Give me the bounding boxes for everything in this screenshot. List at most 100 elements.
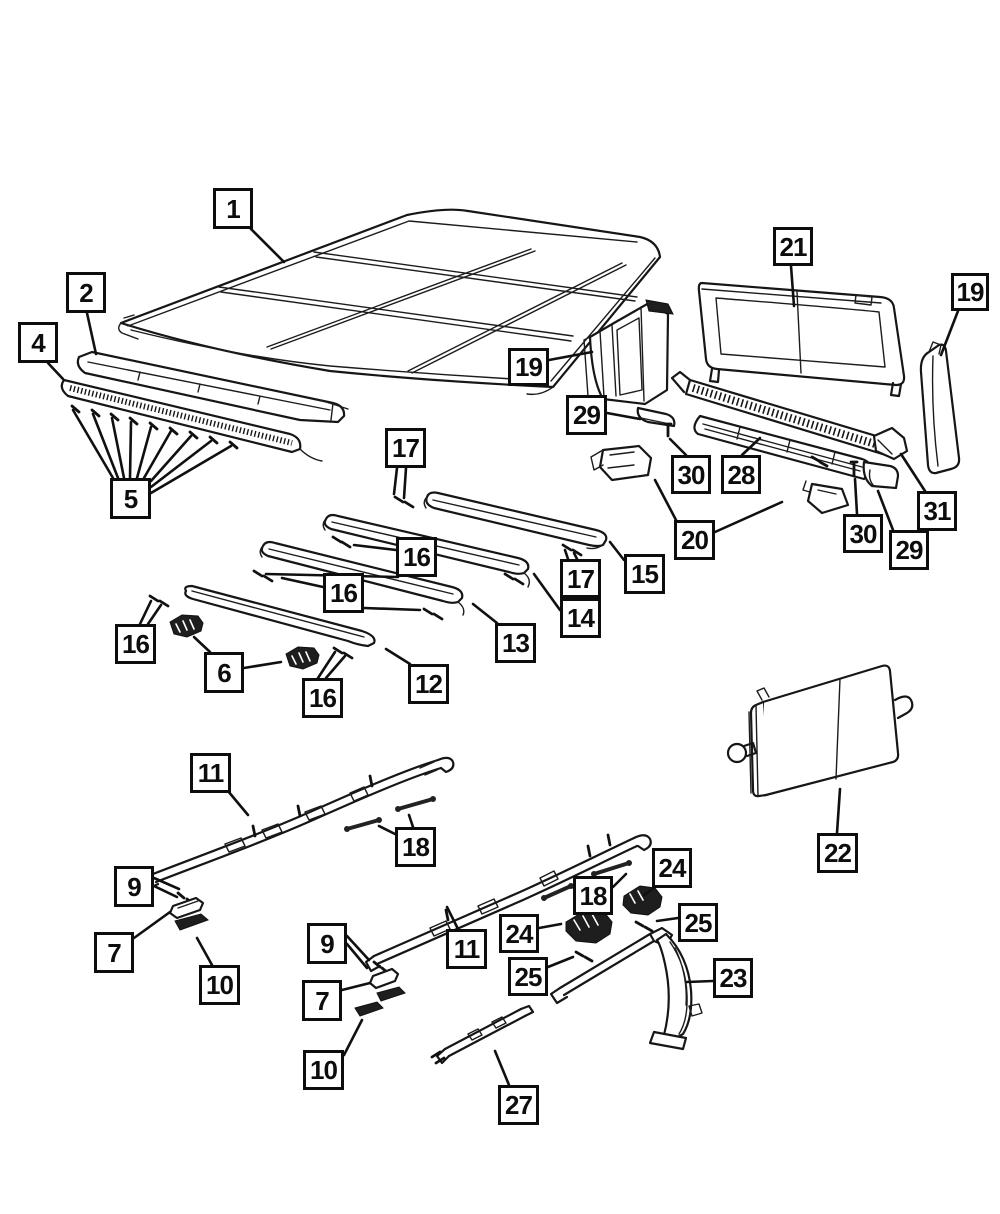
leader-line-11 <box>445 905 460 931</box>
part-retainer-clip-right <box>285 646 320 670</box>
callout-5: 5 <box>110 478 151 519</box>
leader-line-5 <box>142 429 173 480</box>
callout-16: 16 <box>323 573 364 613</box>
callout-11: 11 <box>190 753 231 793</box>
right-rail-hardware <box>354 960 406 1017</box>
leader-line-5 <box>135 425 153 480</box>
leader-line-18 <box>407 813 415 829</box>
part-quarter-window-frame-left <box>583 299 674 406</box>
leader-line-23 <box>685 979 715 984</box>
leader-line-17 <box>563 548 570 561</box>
leader-line-16 <box>146 603 163 626</box>
leader-line-29 <box>876 489 895 532</box>
leader-line-5 <box>71 408 115 480</box>
leader-line-18 <box>611 872 628 889</box>
part-door-surround-right <box>364 833 652 973</box>
leader-line-16 <box>280 576 325 589</box>
part-corner-molding-right-29 <box>862 460 900 490</box>
leader-line-15 <box>608 540 626 562</box>
leader-line-5 <box>128 420 133 480</box>
leader-line-7 <box>132 910 172 940</box>
leader-line-30 <box>668 437 688 457</box>
link-rods-right <box>541 860 632 901</box>
part-bracket-30-left <box>590 422 673 482</box>
callout-16: 16 <box>115 624 156 664</box>
leader-line-16 <box>352 543 398 552</box>
link-rods-left <box>344 796 436 832</box>
leader-line-5 <box>110 416 126 480</box>
callout-14: 14 <box>560 598 601 638</box>
callout-7: 7 <box>94 932 134 973</box>
leader-line-5 <box>149 444 233 495</box>
callout-27: 27 <box>498 1085 539 1125</box>
callout-28: 28 <box>721 455 761 494</box>
leader-line-19 <box>547 350 594 362</box>
leader-line-20 <box>653 478 678 522</box>
leader-line-9 <box>345 942 369 970</box>
callout-12: 12 <box>408 664 449 704</box>
leader-line-4 <box>46 361 65 381</box>
leader-line-1 <box>248 226 286 264</box>
leader-line-16 <box>316 650 337 680</box>
part-header-seal <box>60 378 323 462</box>
leader-line-16 <box>324 654 347 680</box>
leader-line-5 <box>149 439 213 489</box>
part-sill-rail <box>430 1004 535 1065</box>
callout-25: 25 <box>678 903 718 942</box>
callout-24: 24 <box>652 848 692 888</box>
rail-screw-pairs <box>148 495 583 660</box>
part-corner-molding-left-29 <box>636 406 676 428</box>
part-side-rail-13 <box>259 540 465 616</box>
leader-line-17 <box>572 551 579 561</box>
callout-2: 2 <box>66 272 106 313</box>
callout-24: 24 <box>499 914 539 953</box>
part-front-header-rail <box>76 350 349 424</box>
callout-22: 22 <box>817 833 858 873</box>
leader-line-17 <box>402 466 408 500</box>
callout-29: 29 <box>889 530 929 570</box>
callout-23: 23 <box>713 958 753 998</box>
leader-line-29 <box>605 411 642 421</box>
callout-13: 13 <box>495 623 536 663</box>
callout-29: 29 <box>566 395 607 435</box>
leader-line-9 <box>152 876 181 891</box>
leader-line-25 <box>655 916 680 923</box>
leader-line-14 <box>532 572 562 612</box>
part-latch-right-24 <box>622 885 663 933</box>
leader-line-13 <box>471 602 499 625</box>
callout-19: 19 <box>951 273 989 311</box>
leader-line-27 <box>493 1049 511 1087</box>
header-screws <box>70 404 239 450</box>
part-end-bracket-31 <box>872 426 909 461</box>
leader-line-31 <box>899 452 927 493</box>
leader-line-7 <box>340 981 372 992</box>
leader-line-24 <box>642 886 656 897</box>
leader-line-11 <box>226 789 250 817</box>
callout-9: 9 <box>114 866 154 907</box>
leader-line-21 <box>789 264 796 308</box>
callout-30: 30 <box>671 455 711 494</box>
callout-11: 11 <box>446 929 487 969</box>
leader-line-2 <box>85 311 98 356</box>
leader-line-9 <box>345 934 371 962</box>
callout-21: 21 <box>773 227 813 266</box>
callout-6: 6 <box>204 652 244 693</box>
part-rear-window <box>697 281 906 398</box>
part-bracket-right-lower <box>806 455 859 515</box>
leader-line-10 <box>195 936 214 967</box>
callout-19: 19 <box>508 348 549 386</box>
leader-line-20 <box>713 500 784 534</box>
leader-line-17 <box>392 466 399 496</box>
leader-line-25 <box>546 955 575 969</box>
callout-20: 20 <box>674 520 715 560</box>
part-b-pillar <box>549 926 703 1051</box>
leader-line-12 <box>384 647 412 666</box>
leader-line-6 <box>242 660 283 670</box>
leader-line-19 <box>939 309 960 357</box>
leader-line-18 <box>377 824 397 836</box>
callout-15: 15 <box>624 554 665 594</box>
leader-line-6 <box>192 635 212 654</box>
leader-line-5 <box>91 412 120 480</box>
